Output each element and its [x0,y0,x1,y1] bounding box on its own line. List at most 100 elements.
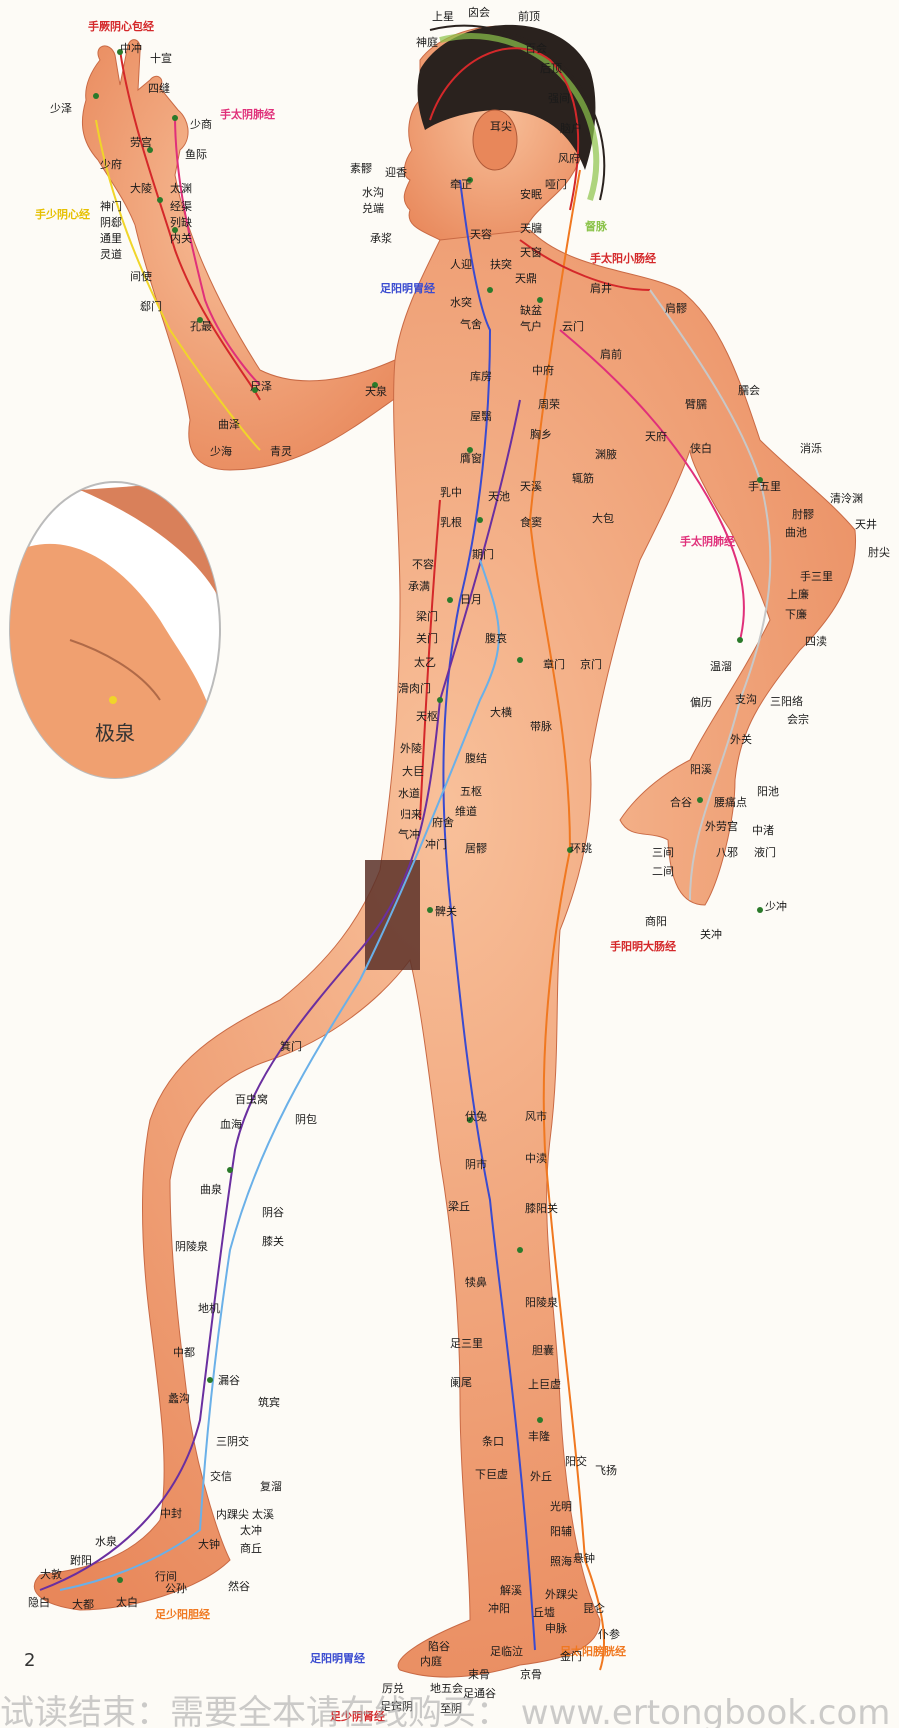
acupoint-label: 地机 [198,1301,220,1315]
acupoint-label: 上星 [432,10,454,23]
acupoint-label: 交信 [210,1469,232,1483]
acupoint-label: 大陵 [130,181,152,195]
acupoint-label: 水泉 [95,1534,117,1548]
acupoint-label: 食窦 [520,515,542,529]
acupoint-label: 上巨虚 [528,1378,561,1391]
acupoint-label: 太溪 [252,1508,274,1521]
acupoint-label: 人迎 [450,258,472,271]
acupoint-label: 气舍 [460,317,482,331]
acupoint-label: 外踝尖 [545,1588,578,1601]
acupoint-label: 中冲 [120,41,142,55]
meridian-label: 足阳明胃经 [310,1651,365,1665]
acupoint-label: 膝关 [262,1234,284,1248]
acupoint-label: 劳宫 [130,135,152,149]
watermark-text: 试读结束：需要全本请在线购买： www.ertongbook.com [0,1685,899,1728]
acupoint-label: 二间 [652,865,674,878]
acupoint-label: 百会 [525,42,547,55]
acupoint-label: 下巨虚 [475,1468,508,1481]
acupoint-label: 太乙 [414,656,436,669]
acupoint-label: 丰隆 [528,1429,550,1443]
acupoint-label: 大都 [72,1597,94,1611]
acupoint-label: 昆仑 [583,1601,605,1615]
acupoint-label: 臑会 [738,384,760,397]
acupoint-label: 前顶 [518,9,540,23]
acupoint-label: 阴市 [465,1157,487,1171]
acupoint-label: 阳交 [565,1454,587,1468]
acupoint-label: 天牖 [520,222,542,235]
acupoint-label: 乳根 [440,515,462,529]
acupoint-label: 肘尖 [868,545,890,559]
acupoint-label: 少冲 [765,899,787,913]
meridian-label: 手太阳小肠经 [590,251,656,265]
acupoint-label: 偏历 [690,695,712,709]
acupoint-label: 冲阳 [488,1601,510,1615]
meridian-label: 足少阳胆经 [155,1607,210,1621]
acupoint-label: 归来 [400,807,422,821]
acupoint-label: 迎香 [385,166,407,179]
acupoint-label: 通里 [100,232,122,245]
acupoint-label: 气冲 [398,827,420,841]
acupoint-label: 气户 [520,319,542,333]
acupoint-label: 环跳 [570,841,592,855]
acupoint-label: 阴陵泉 [175,1239,208,1253]
acupoint-label: 阴郄 [100,216,122,229]
acupoint-label: 光明 [550,1499,572,1513]
acupoint-label: 强间 [548,92,570,105]
acupoint-label: 库房 [470,370,492,383]
acupoint-label: 云门 [562,319,584,333]
acupoint-label: 章门 [543,657,565,671]
acupoint-label: 复溜 [260,1479,282,1493]
acupoint-label: 京骨 [520,1667,542,1681]
acupoint-label: 脑户 [560,121,582,135]
acupoint-label: 侠白 [690,441,712,455]
acupoint-label: 中渚 [752,824,774,837]
acupoint-label: 列缺 [170,215,192,229]
acupoint-label: 申脉 [545,1621,567,1635]
acupoint-label: 太渊 [170,182,192,195]
acupoint-label: 少海 [210,444,232,458]
acupoint-label: 带脉 [530,719,552,733]
acupoint-label: 八邪 [716,846,738,859]
acupoint-label: 十宣 [150,51,172,65]
acupoint-label: 飞扬 [595,1463,617,1477]
acupoint-label: 阳辅 [550,1524,572,1538]
acupoint-label: 手三里 [800,569,833,583]
meridian-label: 足阳明胃经 [380,281,435,295]
acupoint-label: 囟会 [468,6,490,19]
acupoint-label: 孔最 [190,320,212,333]
acupoint-label: 四渎 [805,634,827,648]
acupoint-label: 膺窗 [460,451,482,465]
acupoint-label: 足三里 [450,1337,483,1350]
acupoint-label: 鱼际 [185,147,207,161]
acupoint-label: 束骨 [468,1668,490,1681]
acupoint-label: 液门 [754,845,776,859]
acupoint-label: 乳中 [440,486,462,499]
acupoint-label: 合谷 [670,795,692,809]
acupoint-label: 青灵 [270,445,292,458]
acupoint-label: 手五里 [748,479,781,493]
acupoint-label: 素髎 [350,162,372,175]
acupoint-label: 百虫窝 [235,1092,268,1106]
acupoint-label: 臂臑 [685,398,707,411]
acupoint-label: 神门 [100,199,122,213]
acupoint-label: 少泽 [50,102,72,115]
acupoint-label: 会宗 [787,712,809,726]
acupoint-label: 四缝 [148,81,170,95]
acupoint-label: 太冲 [240,1523,262,1537]
acupoint-label: 金门 [560,1649,582,1663]
acupoint-label: 渊腋 [595,447,617,461]
acupoint-label: 外劳宫 [705,819,738,833]
acupoint-label: 天容 [470,227,492,241]
acupoint-label: 间使 [130,270,152,283]
acupoint-label: 天溪 [520,480,542,493]
acupoint-label: 肩前 [600,347,622,361]
acupoint-label: 腰痛点 [714,795,747,809]
acupoint-label: 阑尾 [450,1375,472,1389]
acupoint-label: 天井 [855,517,877,531]
acupoint-label: 天窗 [520,245,542,259]
acupoint-label: 隐白 [28,1595,50,1609]
acupoint-label: 商丘 [240,1541,262,1555]
acupoint-label: 条口 [482,1434,504,1448]
acupoint-label: 胆囊 [532,1343,554,1357]
acupoint-label: 解溪 [500,1583,522,1597]
